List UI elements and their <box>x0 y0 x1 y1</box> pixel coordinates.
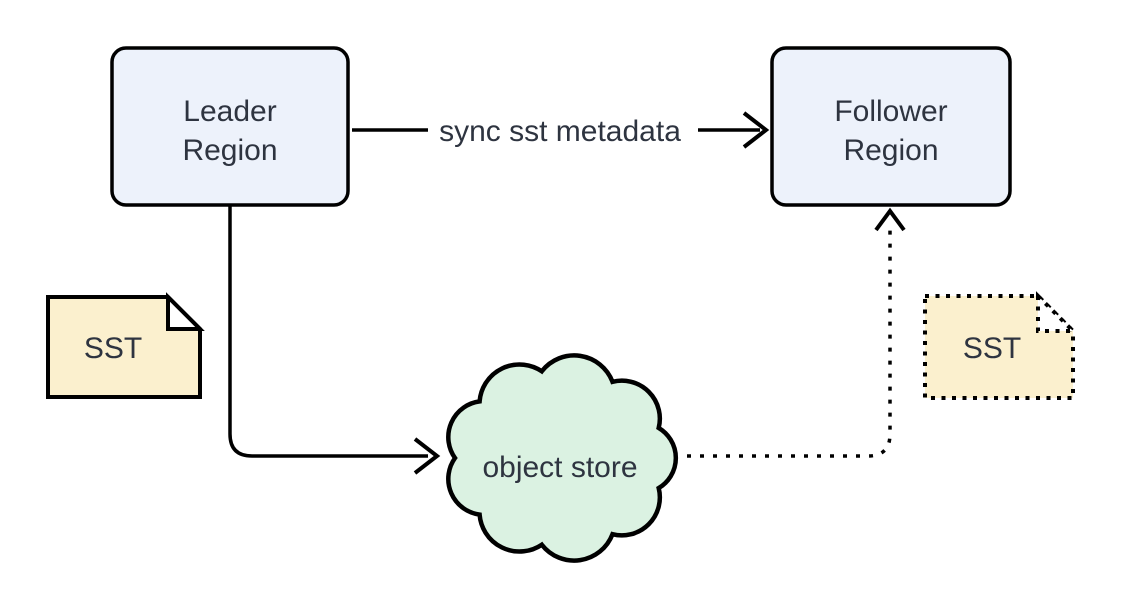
sst-right-label: SST <box>963 332 1021 365</box>
arrow-right-icon <box>413 437 441 475</box>
edge-sync-label: sync sst metadata <box>439 115 681 148</box>
leader-region-box <box>110 46 350 207</box>
arrow-up-icon <box>874 207 906 232</box>
follower-region-box <box>770 46 1012 207</box>
node-leader-region: Leader Region <box>110 46 350 207</box>
sst-right-note-icon <box>923 294 1075 400</box>
node-sst-left: SST <box>46 292 205 399</box>
object-store-label: object store <box>482 451 637 484</box>
edge-leader-to-object-store <box>228 206 441 475</box>
sst-left-folded-corner-icon <box>166 292 205 331</box>
node-follower-region: Follower Region <box>770 46 1012 207</box>
edge-store-to-follower <box>687 207 906 458</box>
sst-left-note-icon <box>46 295 202 399</box>
edge-leader-to-store-path <box>228 206 428 458</box>
leader-region-label-line1: Leader <box>183 95 276 128</box>
cloud-icon <box>446 353 679 563</box>
edge-store-to-follower-path <box>687 228 892 458</box>
follower-region-label-line1: Follower <box>834 95 947 128</box>
edge-sync-sst-metadata: sync sst metadata <box>352 111 770 149</box>
node-sst-right: SST <box>923 291 1078 400</box>
leader-region-label-line2: Region <box>182 134 277 167</box>
node-object-store: object store <box>446 353 679 563</box>
sst-left-label: SST <box>84 332 142 365</box>
sst-right-folded-corner-icon <box>1036 291 1078 333</box>
follower-region-label-line2: Region <box>843 134 938 167</box>
arrow-right-icon <box>742 111 770 149</box>
